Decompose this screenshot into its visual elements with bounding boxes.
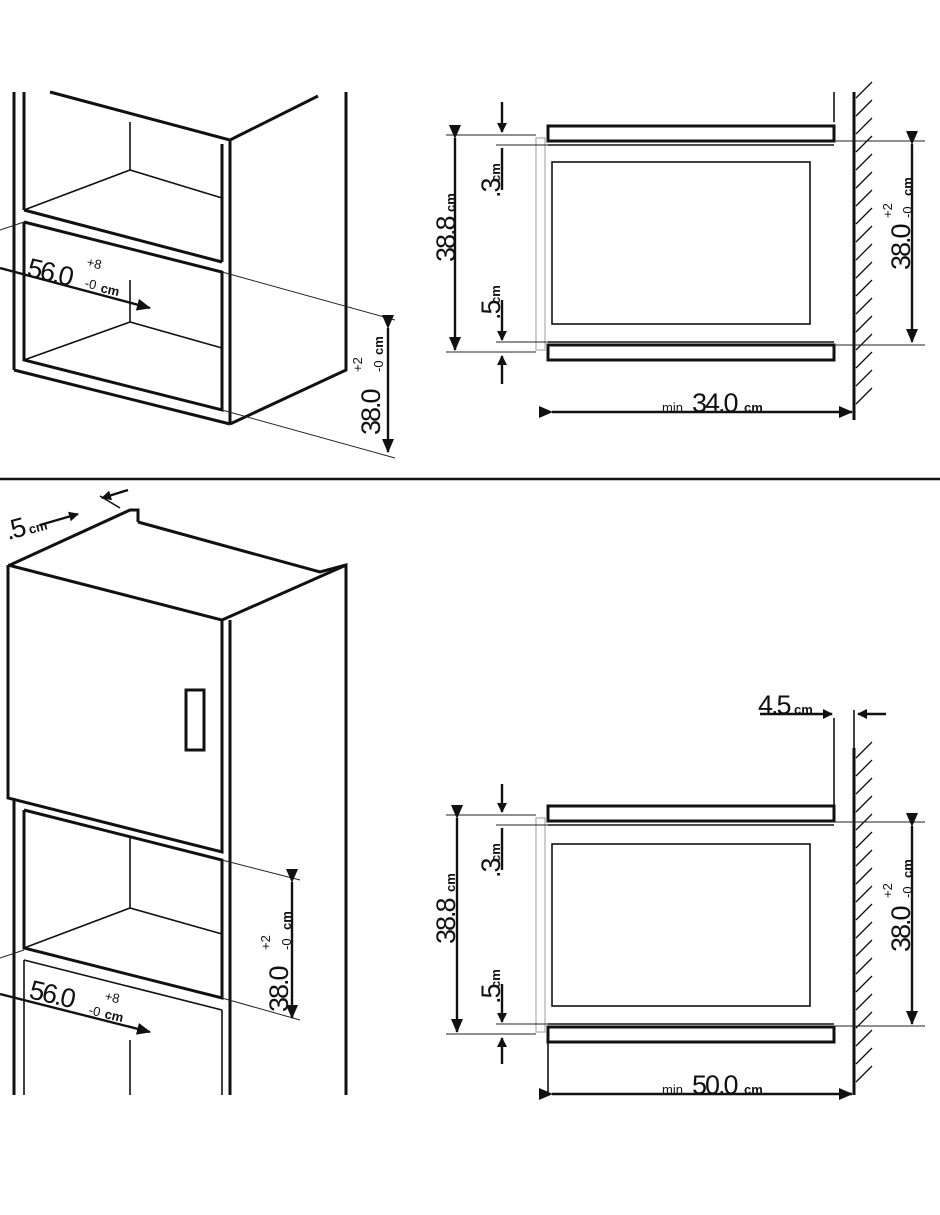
bottom-right-total-height-value: 38.8 xyxy=(431,898,461,944)
bottom-left-height-tol-minus: -0 xyxy=(279,938,294,950)
top-left-cabinet-view: 56.0 +8 -0 cm 38.0 +2 -0 cm xyxy=(0,90,396,459)
top-left-width-value: 56.0 xyxy=(25,253,76,292)
top-right-inner-height-tol-minus: -0 xyxy=(900,206,915,218)
top-left-height-value: 38.0 xyxy=(356,389,386,435)
bottom-right-top-gap-value: .3 xyxy=(476,858,506,878)
top-right-depth-value: 34.0 xyxy=(692,388,738,418)
bottom-left-width-unit: cm xyxy=(103,1006,125,1025)
top-left-height-unit: cm xyxy=(371,336,386,355)
bottom-right-depth-prefix: min xyxy=(662,1082,683,1097)
bottom-right-inner-height-tol-minus: -0 xyxy=(900,886,915,898)
top-left-width-tol-minus: -0 xyxy=(83,275,98,292)
top-left-height-tol-plus: +2 xyxy=(350,357,365,372)
top-right-inner-height-value: 38.0 xyxy=(886,224,916,270)
bottom-right-rear-gap-unit: cm xyxy=(794,702,813,717)
top-right-top-gap-unit: cm xyxy=(488,163,503,182)
bottom-right-total-height-unit: cm xyxy=(443,873,458,892)
bottom-left-clearance-value: .5 xyxy=(2,512,29,546)
bottom-right-bottom-gap-unit: cm xyxy=(488,969,503,988)
bottom-left-clearance-unit: cm xyxy=(27,518,49,537)
bottom-right-depth-unit: cm xyxy=(744,1082,763,1097)
top-right-total-height-unit: cm xyxy=(443,193,458,212)
top-right-inner-height-tol-plus: +2 xyxy=(880,203,895,218)
bottom-left-width-tol-minus: -0 xyxy=(87,1002,102,1019)
bottom-left-height-tol-plus: +2 xyxy=(258,935,273,950)
bottom-right-wall-hatching xyxy=(855,741,873,1083)
top-right-bottom-gap-unit: cm xyxy=(488,285,503,304)
bottom-right-depth-value: 50.0 xyxy=(692,1070,738,1100)
top-right-bottom-gap-value: .5 xyxy=(476,300,506,320)
bottom-right-inner-height-tol-plus: +2 xyxy=(880,883,895,898)
bottom-left-height-value: 38.0 xyxy=(264,966,294,1012)
bottom-right-bottom-gap-value: .5 xyxy=(476,984,506,1004)
bottom-right-rear-gap-value: 4.5 xyxy=(758,690,791,720)
top-right-top-gap-value: .3 xyxy=(476,178,506,198)
bottom-left-cabinet-view: .5 cm 38.0 +2 -0 cm 56.0 +8 -0 cm xyxy=(0,488,348,1095)
bottom-right-top-gap-unit: cm xyxy=(488,843,503,862)
bottom-right-inner-height-unit: cm xyxy=(900,859,915,878)
bottom-left-width-value: 56.0 xyxy=(27,975,78,1014)
top-left-width-unit: cm xyxy=(99,280,121,299)
top-right-total-height-value: 38.8 xyxy=(431,216,461,262)
top-right-wall-hatching xyxy=(855,81,873,405)
top-left-height-tol-minus: -0 xyxy=(371,360,386,372)
bottom-right-section-view: 4.5 cm 38.8 cm .3 cm .5 cm 38.0 +2 -0 cm… xyxy=(431,690,925,1100)
top-right-section-view: 38.8 cm .3 cm .5 cm 38.0 +2 -0 cm min 34… xyxy=(431,81,925,420)
top-right-depth-prefix: min xyxy=(662,400,683,415)
bottom-right-inner-height-value: 38.0 xyxy=(886,906,916,952)
top-right-inner-height-unit: cm xyxy=(900,177,915,196)
bottom-left-width-tol-plus: +8 xyxy=(103,988,121,1006)
top-right-depth-unit: cm xyxy=(744,400,763,415)
top-left-width-tol-plus: +8 xyxy=(85,254,103,272)
bottom-left-height-unit: cm xyxy=(279,911,294,930)
